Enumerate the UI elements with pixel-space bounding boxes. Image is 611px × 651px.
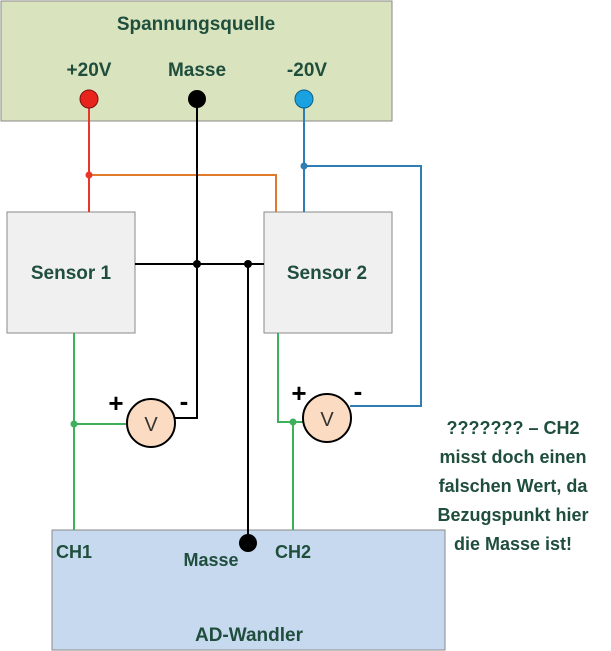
voltmeter-2 bbox=[302, 393, 352, 443]
sensor-1-box bbox=[6, 211, 136, 334]
note-line: ??????? – CH2 bbox=[446, 418, 580, 438]
signal-1-junction-dot bbox=[70, 420, 78, 428]
adc-ground-label: Masse bbox=[183, 550, 238, 570]
signal-2-junction-dot bbox=[289, 418, 297, 426]
adc-ch2-label: CH2 bbox=[275, 542, 311, 562]
ground-wire-to-meter-1 bbox=[175, 100, 198, 419]
neg-junction-dot bbox=[300, 162, 308, 170]
sensor-2-box bbox=[263, 211, 393, 334]
voltmeter-2-minus: - bbox=[354, 376, 363, 406]
adc-ch1-label: CH1 bbox=[56, 542, 92, 562]
pos-junction-dot bbox=[85, 171, 93, 179]
terminal-pos bbox=[79, 89, 99, 109]
note-line: Bezugspunkt hier bbox=[437, 505, 589, 525]
terminal-ground-label: Masse bbox=[168, 60, 226, 81]
neg-wire-to-meter-2 bbox=[304, 165, 422, 407]
terminal-pos-label: +20V bbox=[67, 60, 112, 81]
voltmeter-1 bbox=[126, 398, 176, 448]
voltmeter-1-plus: + bbox=[108, 388, 123, 418]
ground-junction-dot-1 bbox=[193, 260, 201, 268]
terminal-ground bbox=[188, 90, 206, 108]
note-line: die Masse ist! bbox=[453, 534, 573, 554]
note-line: misst doch einen bbox=[439, 447, 587, 467]
pos-wire-to-sensor-2 bbox=[89, 174, 277, 212]
voltmeter-2-symbol: V bbox=[320, 409, 334, 431]
power-supply-title: Spannungsquelle bbox=[117, 14, 275, 35]
warning-note: ??????? – CH2 misst doch einen falschen … bbox=[420, 414, 606, 559]
voltmeter-1-minus: - bbox=[180, 386, 189, 416]
ad-converter-title: AD-Wandler bbox=[195, 625, 304, 646]
adc-ground-terminal bbox=[239, 534, 257, 552]
terminal-neg-label: -20V bbox=[287, 60, 327, 81]
ground-junction-dot-2 bbox=[244, 260, 252, 268]
sensor-1-label: Sensor 1 bbox=[31, 263, 112, 284]
sensor-2-label: Sensor 2 bbox=[287, 263, 367, 284]
voltmeter-1-symbol: V bbox=[144, 414, 158, 436]
terminal-neg bbox=[294, 89, 314, 109]
voltmeter-2-plus: + bbox=[291, 378, 306, 408]
note-line: falschen Wert, da bbox=[438, 476, 588, 496]
